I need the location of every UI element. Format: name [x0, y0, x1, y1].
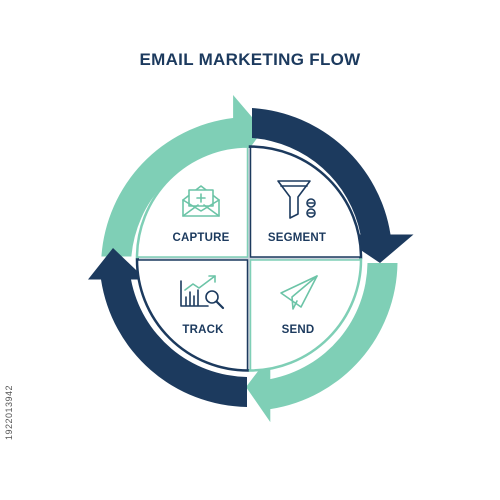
step-label-segment: SEGMENT [268, 232, 326, 244]
diagram-title: EMAIL MARKETING FLOW [139, 50, 361, 69]
quadrant-bottom-left [135, 258, 250, 372]
step-label-track: TRACK [182, 324, 224, 336]
step-label-capture: CAPTURE [173, 232, 230, 244]
arrow-bottom-left [88, 248, 247, 407]
envelope-plus-icon [182, 185, 220, 217]
funnel-icon [277, 180, 316, 219]
paper-plane-icon [280, 275, 318, 310]
arrow-bottom-right [246, 263, 398, 423]
arrow-top-left [101, 95, 264, 257]
chart-magnifier-icon [180, 275, 225, 310]
quadrant-top-right [248, 145, 363, 259]
arrow-top-right [252, 108, 414, 263]
step-label-send: SEND [282, 324, 315, 336]
watermark-id: 1922013942 [4, 384, 14, 440]
quadrant-bottom-right [248, 258, 363, 372]
